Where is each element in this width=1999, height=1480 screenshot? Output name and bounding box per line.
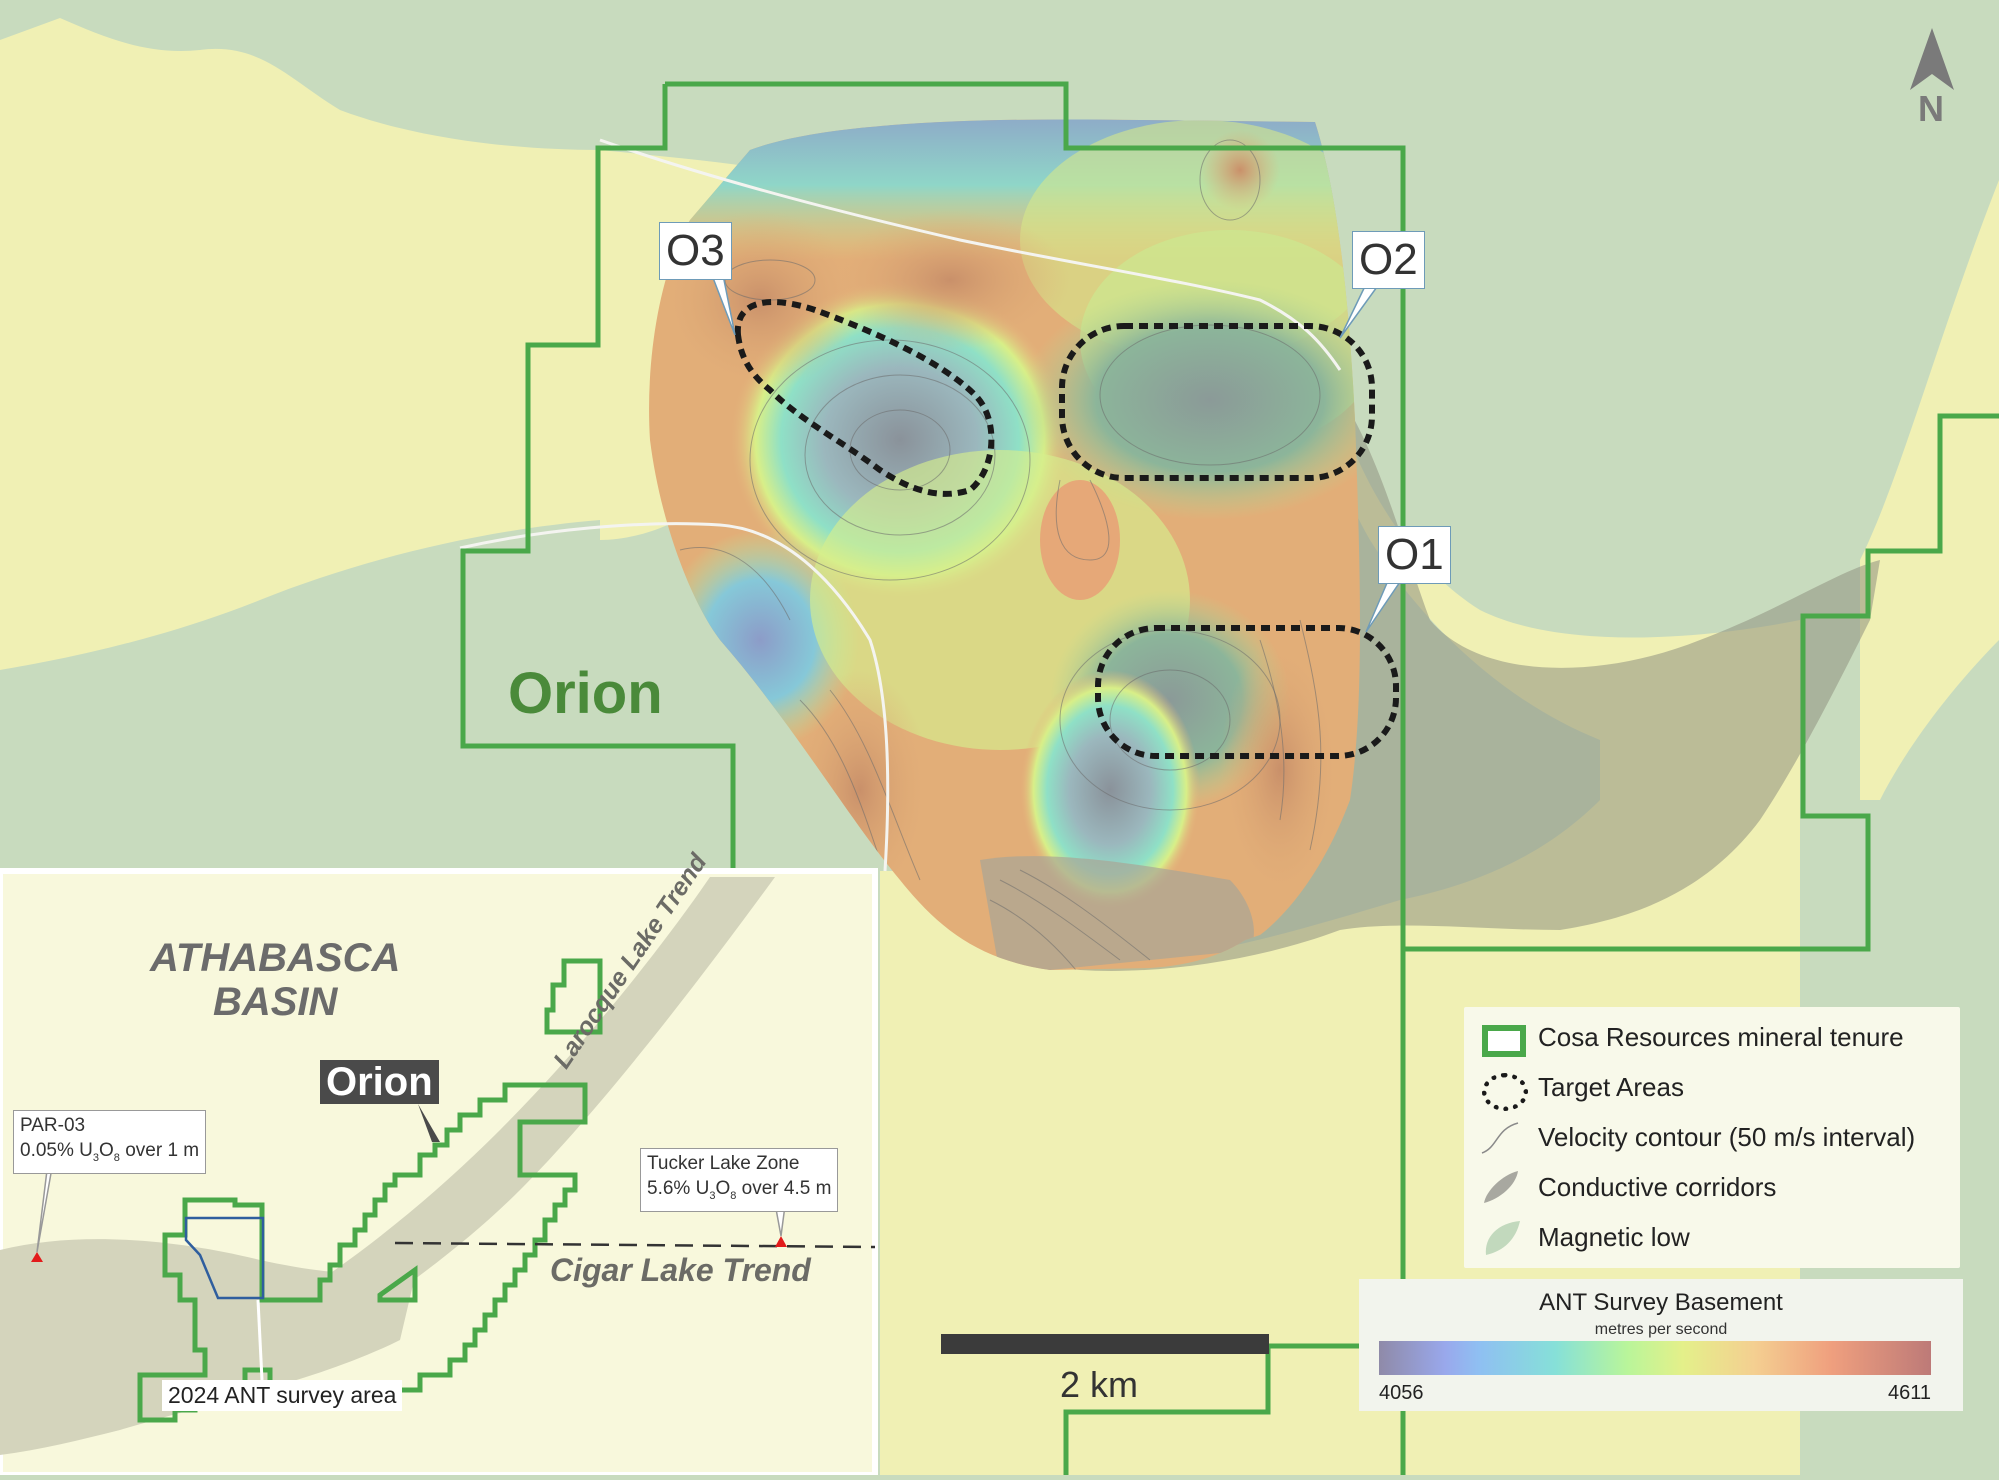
ant-survey-area-outline xyxy=(184,1216,265,1300)
basin-area-right xyxy=(1860,180,1999,800)
target-label-o2[interactable]: O2 xyxy=(1352,231,1425,289)
scale-label: 2 km xyxy=(1060,1364,1139,1405)
conductive-corridor-icon xyxy=(1476,1167,1532,1207)
target-label-o3[interactable]: O3 xyxy=(659,222,732,280)
velocity-contours xyxy=(679,139,1322,970)
colorbar-unit: metres per second xyxy=(1594,1321,1728,1338)
scale-bar xyxy=(941,1334,1269,1354)
survey-area-label: 2024 ANT survey area xyxy=(162,1380,403,1411)
legend-item-tenure: Cosa Resources mineral tenure xyxy=(1476,1017,1904,1057)
target-area-o3 xyxy=(734,299,995,497)
larocque-lake-corridor xyxy=(240,877,775,1375)
tucker-lake-marker xyxy=(775,1236,787,1247)
cigar-lake-trend-label: Cigar Lake Trend xyxy=(550,1252,811,1288)
legend-item-magnetic-low: Magnetic low xyxy=(1476,1217,1690,1257)
inset-tenure-boundaries xyxy=(137,958,603,1423)
trail-line-south xyxy=(459,522,890,872)
dashed-ellipse-icon xyxy=(1476,1067,1532,1111)
inset-orion-label[interactable]: Orion xyxy=(320,1060,439,1104)
athabasca-basin-label: ATHABASCA BASIN xyxy=(150,936,401,1024)
tenure-boundary-main xyxy=(665,81,1999,952)
contour-line-icon xyxy=(1476,1117,1532,1157)
colorbar: ANT Survey Basement metres per second 40… xyxy=(1359,1279,1963,1411)
magnetic-low-icon xyxy=(1476,1217,1532,1257)
legend: Cosa Resources mineral tenure Target Are… xyxy=(1464,1007,1960,1268)
colorbar-max: 4611 xyxy=(1887,1382,1931,1404)
target-area-o1 xyxy=(1095,625,1399,759)
colorbar-min: 4056 xyxy=(1379,1382,1424,1404)
colorbar-gradient xyxy=(1379,1341,1931,1375)
par03-marker xyxy=(31,1252,43,1262)
colorbar-title: ANT Survey Basement xyxy=(1539,1289,1783,1316)
tenure-boundary-west xyxy=(460,84,736,871)
tenure-swatch-icon xyxy=(1476,1017,1532,1057)
target-label-o1[interactable]: O1 xyxy=(1378,526,1451,584)
target-area-o2 xyxy=(1059,323,1375,481)
par03-callout[interactable]: PAR-03 0.05% U3O8 over 1 m xyxy=(13,1110,207,1174)
tucker-lake-callout[interactable]: Tucker Lake Zone 5.6% U3O8 over 4.5 m xyxy=(640,1148,839,1212)
basin-area-left xyxy=(0,18,600,670)
trail-line-north xyxy=(599,138,1342,371)
tenure-boundary-south xyxy=(1063,1346,1271,1475)
north-arrow-icon xyxy=(1910,28,1954,90)
north-arrow: N xyxy=(1908,28,1956,129)
north-label: N xyxy=(1918,88,1944,129)
legend-item-velocity-contour: Velocity contour (50 m/s interval) xyxy=(1476,1117,1915,1157)
legend-item-target-areas: Target Areas xyxy=(1476,1067,1684,1111)
cigar-lake-trend-line xyxy=(394,1241,876,1249)
legend-item-conductive-corridors: Conductive corridors xyxy=(1476,1167,1776,1207)
property-label-orion: Orion xyxy=(508,661,663,726)
